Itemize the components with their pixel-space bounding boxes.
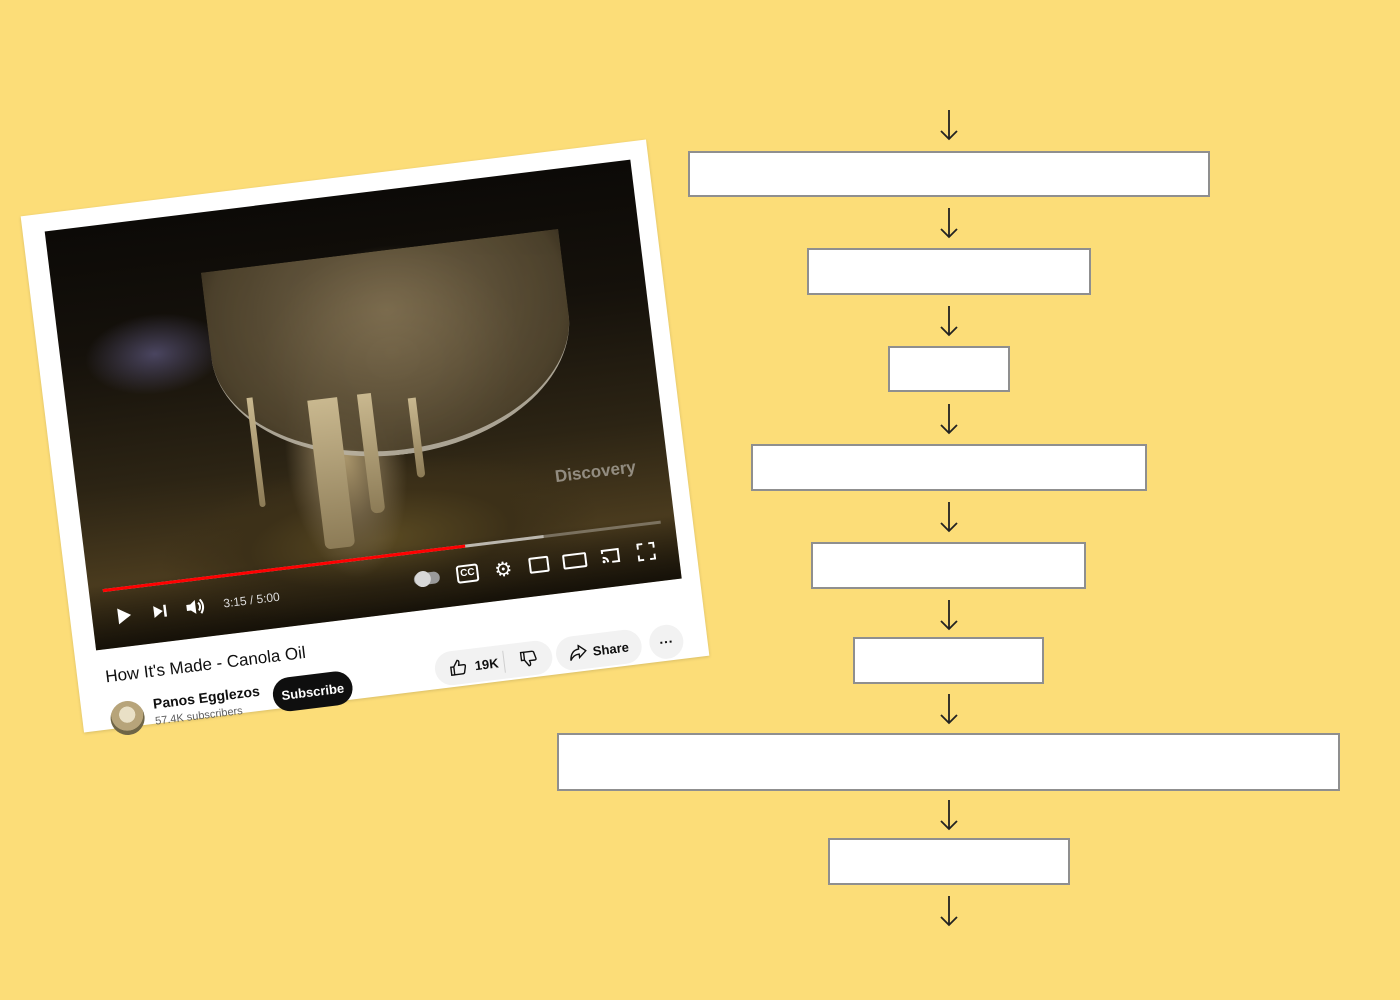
subscribe-button[interactable]: Subscribe	[270, 669, 355, 714]
autoplay-switch	[413, 570, 441, 587]
down-arrow-icon	[940, 800, 958, 831]
youtube-screenshot-card: Discovery 3:15 / 5:00	[20, 139, 710, 737]
down-arrow-icon	[940, 306, 958, 337]
share-button[interactable]: Share	[554, 627, 644, 673]
theater-mode-button[interactable]	[555, 541, 595, 579]
skip-next-icon	[153, 604, 168, 618]
share-icon	[570, 644, 587, 661]
down-arrow-icon	[940, 110, 958, 141]
cc-icon: CC	[455, 563, 480, 584]
flowchart-step-box	[807, 248, 1091, 295]
flowchart-step-box	[688, 151, 1210, 197]
down-arrow-icon	[940, 694, 958, 725]
flowchart-step-box	[557, 733, 1340, 791]
thumbs-up-icon	[450, 659, 467, 676]
discovery-watermark: Discovery	[553, 457, 637, 487]
down-arrow-icon	[940, 404, 958, 435]
flowchart-step-box	[811, 542, 1086, 589]
video-frame-scoop	[200, 228, 584, 477]
video-title[interactable]: How It's Made - Canola Oil	[104, 642, 307, 687]
more-icon: ···	[658, 633, 675, 651]
flowchart-step-box	[828, 838, 1070, 885]
dislike-button[interactable]	[503, 647, 553, 671]
down-arrow-icon	[940, 502, 958, 533]
thumbs-down-icon	[519, 650, 537, 667]
cast-icon	[600, 547, 621, 564]
like-dislike-group: 19K	[432, 638, 555, 688]
down-arrow-icon	[940, 600, 958, 631]
channel-avatar[interactable]	[108, 699, 147, 737]
flowchart-step-box	[853, 637, 1044, 684]
volume-button[interactable]	[176, 588, 216, 626]
like-button[interactable]: 19K	[434, 653, 505, 679]
channel-name[interactable]: Panos Egglezos	[152, 682, 261, 712]
cast-button[interactable]	[591, 537, 631, 575]
like-count: 19K	[473, 654, 500, 673]
video-player[interactable]: Discovery 3:15 / 5:00	[44, 159, 682, 651]
flowchart-step-box	[751, 444, 1147, 491]
miniplayer-icon	[528, 555, 550, 574]
next-button[interactable]	[140, 592, 180, 630]
player-controls: 3:15 / 5:00 CC ⚙	[88, 512, 682, 651]
fullscreen-icon	[636, 541, 657, 562]
captions-button[interactable]: CC	[448, 554, 488, 592]
miniplayer-button[interactable]	[519, 546, 559, 584]
down-arrow-icon	[940, 896, 958, 927]
autoplay-toggle[interactable]	[412, 559, 452, 597]
theater-mode-icon	[561, 551, 588, 570]
time-display: 3:15 / 5:00	[222, 589, 281, 611]
play-button[interactable]	[104, 597, 144, 635]
more-actions-button[interactable]: ···	[647, 622, 686, 661]
play-icon	[117, 608, 132, 625]
fullscreen-button[interactable]	[626, 533, 666, 571]
down-arrow-icon	[940, 208, 958, 239]
share-label: Share	[591, 638, 630, 659]
gear-icon: ⚙	[493, 557, 514, 582]
flowchart-step-box	[888, 346, 1010, 392]
settings-button[interactable]: ⚙	[483, 550, 523, 588]
volume-icon	[186, 598, 205, 614]
